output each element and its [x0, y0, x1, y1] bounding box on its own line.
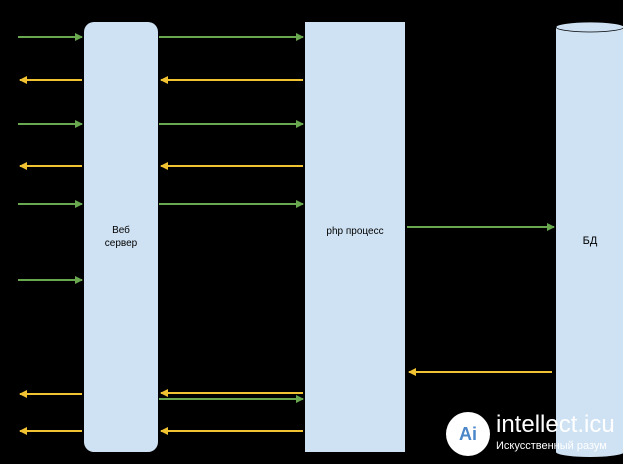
web-server-box	[84, 22, 158, 452]
web-server-label-line2: сервер	[104, 238, 138, 249]
watermark: Ai intellect.icu Искусственный разум	[446, 410, 622, 456]
web-server-label-line1: Веб	[112, 225, 130, 236]
database-cylinder	[555, 21, 623, 457]
web-server-label: Веб сервер	[84, 224, 158, 250]
brand-name: intellect.icu	[496, 411, 615, 438]
php-process-box	[305, 22, 405, 452]
brand-subtitle: Искусственный разум	[496, 440, 607, 452]
brand-logo-icon: Ai	[446, 412, 490, 456]
brand-logo-text: Ai	[459, 423, 477, 444]
php-process-label: php процесс	[326, 226, 384, 237]
database-label: БД	[582, 235, 598, 247]
